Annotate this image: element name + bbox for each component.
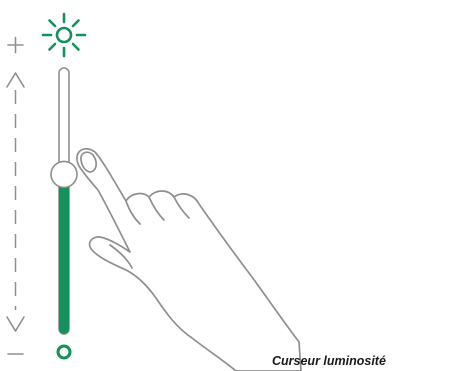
brightness-slider[interactable]: [51, 68, 77, 334]
caption: Curseur luminosité: [272, 354, 386, 368]
hand-pointer-icon: [77, 149, 301, 371]
arrow-down-icon: [7, 317, 24, 331]
slider-thumb[interactable]: [51, 161, 77, 187]
plus-icon: [8, 38, 23, 53]
dim-dot-icon: [58, 346, 70, 358]
sun-icon: [43, 14, 85, 56]
slider-fill: [59, 174, 69, 334]
arrow-up-icon: [7, 73, 24, 87]
